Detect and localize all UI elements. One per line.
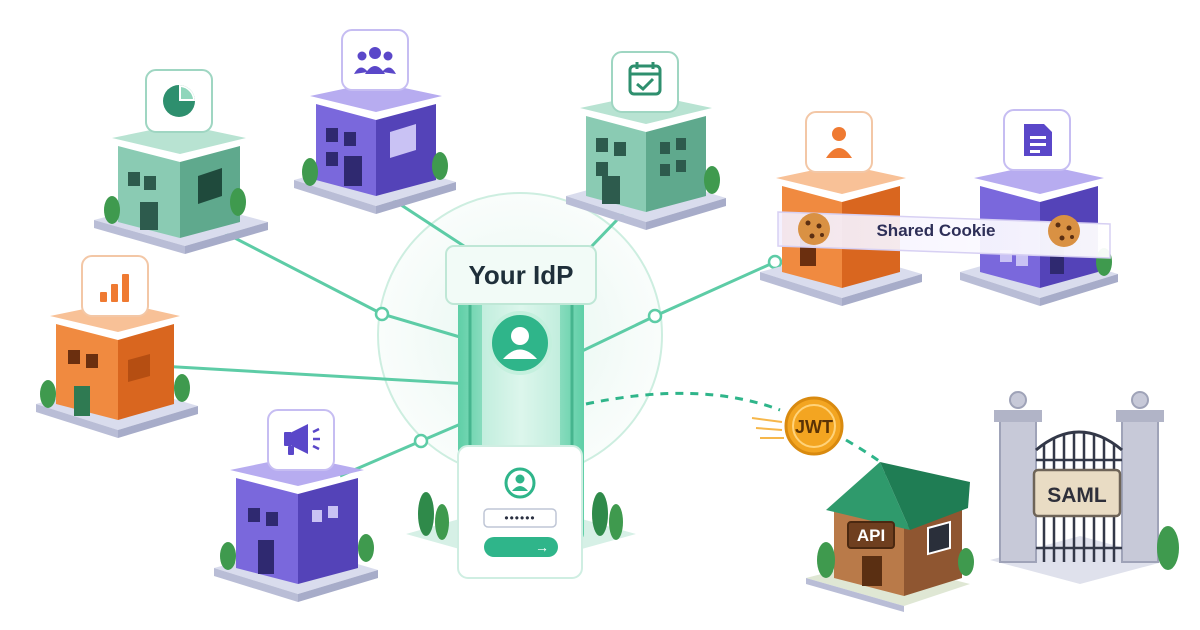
- building-calendar: [566, 51, 726, 230]
- building-document: [960, 109, 1118, 306]
- login-submit-button[interactable]: [484, 537, 558, 557]
- saml-label: SAML: [1047, 484, 1107, 507]
- shared-cookie-ribbon: Shared Cookie: [777, 211, 1111, 259]
- api-label: API: [857, 526, 885, 545]
- bar-chart-icon: [100, 274, 129, 302]
- person-icon: [512, 474, 528, 491]
- jwt-flow-path: [585, 391, 781, 412]
- login-card: •••••• →: [457, 445, 583, 579]
- building-marketing: [214, 409, 378, 602]
- api-sign: [847, 521, 895, 549]
- shared-cookie-label: Shared Cookie: [876, 221, 995, 240]
- document-icon: [1024, 124, 1052, 156]
- building-team: [294, 29, 456, 214]
- megaphone-icon: [284, 424, 320, 455]
- password-mask: ••••••: [504, 511, 535, 525]
- users-group-icon: [354, 47, 396, 74]
- calendar-check-icon: [628, 62, 662, 96]
- cookie-icon: [798, 213, 830, 245]
- person-icon: [503, 327, 537, 359]
- building-analytics: [94, 69, 268, 254]
- jwt-coin: JWT: [751, 396, 844, 456]
- saml-sign: [1032, 468, 1122, 518]
- api-house: API: [806, 462, 974, 612]
- person-icon: [826, 127, 852, 158]
- saml-gate: SAML: [990, 391, 1179, 584]
- building-profile: [760, 111, 922, 306]
- login-submit-arrow: →: [535, 539, 549, 555]
- cookie-icon: [1048, 215, 1080, 247]
- connector-reports: [159, 364, 471, 386]
- idp-title: Your IdP: [469, 260, 574, 290]
- password-field[interactable]: [483, 508, 557, 528]
- jwt-label: JWT: [795, 417, 833, 437]
- pie-chart-icon: [163, 85, 195, 117]
- building-reports: [36, 255, 198, 438]
